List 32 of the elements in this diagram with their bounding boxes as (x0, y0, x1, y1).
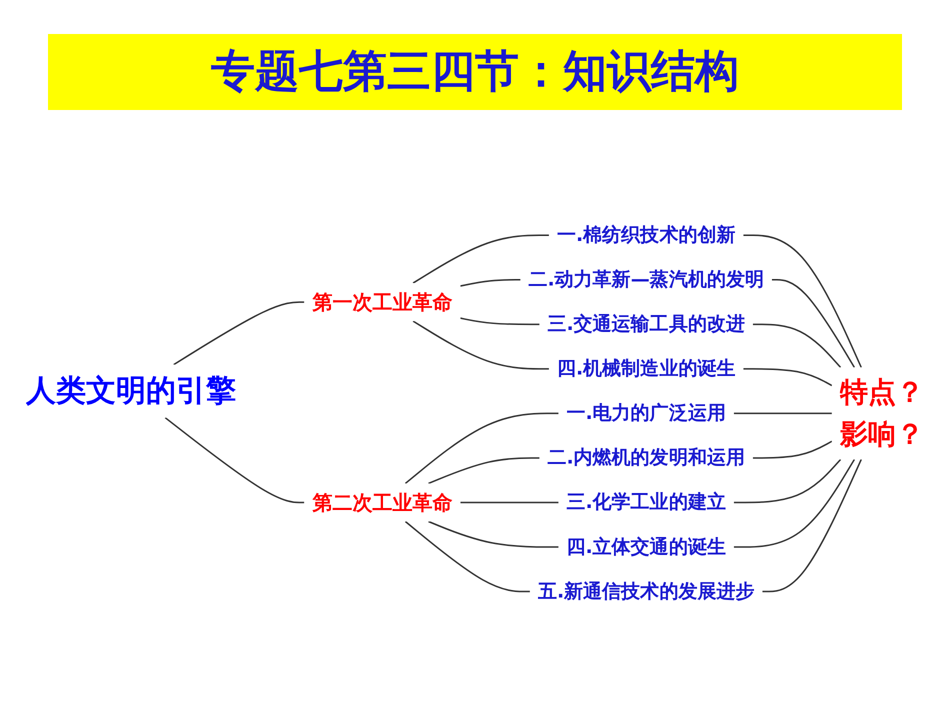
node-text: 三.交通运输工具的改进 (547, 312, 745, 335)
connector (428, 456, 540, 484)
connector (743, 368, 832, 386)
node-text: 二.动力革新—蒸汽机的发明 (528, 268, 764, 290)
connector (412, 234, 549, 284)
node-text: 三.化学工业的建立 (566, 490, 726, 513)
connector (762, 458, 862, 592)
node-text: 第二次工业革命 (312, 490, 452, 514)
node-text: 二.内燃机的发明和运用 (547, 446, 745, 468)
title-banner: 专题七第三四节：知识结构 (48, 34, 902, 110)
connector (752, 323, 842, 368)
connector (734, 458, 855, 548)
connector (460, 501, 558, 503)
connector (752, 440, 832, 458)
node-text: 第一次工业革命 (312, 290, 452, 314)
connector (734, 412, 832, 414)
connector (460, 317, 540, 325)
connector (404, 412, 558, 484)
connector (734, 458, 842, 503)
connector (404, 520, 530, 592)
connector (460, 278, 520, 286)
connector (164, 416, 304, 503)
node-text: 五.新通信技术的发展进步 (538, 580, 754, 602)
node-text: 一.棉纺织技术的创新 (556, 224, 736, 246)
node-text: 四.立体交通的诞生 (566, 535, 726, 558)
connector (743, 234, 862, 368)
node-text: 四.机械制造业的诞生 (556, 357, 736, 380)
node-text: 一.电力的广泛运用 (566, 402, 726, 424)
connector (772, 278, 855, 368)
connector (428, 520, 558, 548)
connector (412, 320, 549, 370)
connector (173, 300, 304, 365)
